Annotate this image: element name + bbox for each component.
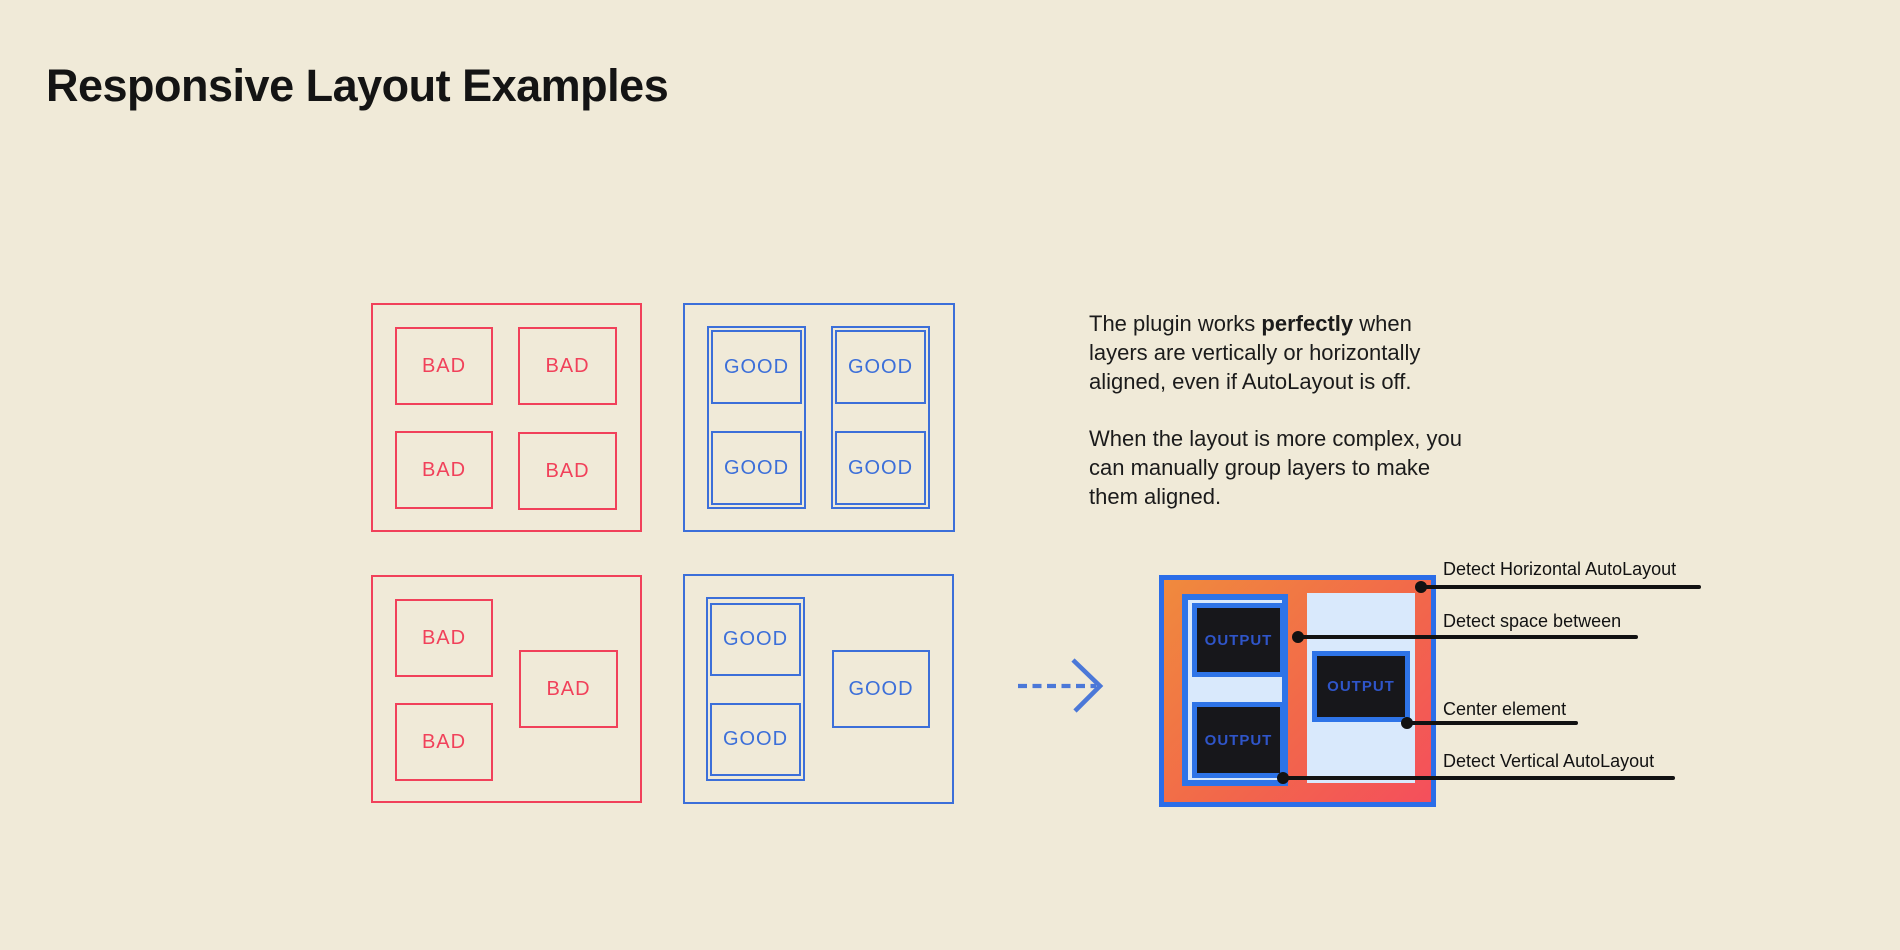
description-paragraph-2: When the layout is more complex, you can… <box>1089 426 1462 509</box>
good-box: GOOD <box>711 330 802 404</box>
description-p1-bold: perfectly <box>1261 311 1354 336</box>
description-p1-before: The plugin works <box>1089 311 1262 336</box>
good-box: GOOD <box>711 431 802 505</box>
bad-box: BAD <box>395 599 493 677</box>
page-title: Responsive Layout Examples <box>46 60 669 111</box>
description-text: The plugin works perfectly when layers a… <box>1089 309 1559 511</box>
callout-dot <box>1401 717 1413 729</box>
callout-line <box>1407 721 1578 725</box>
vertical-autolayout-group: OUTPUT OUTPUT <box>1182 594 1288 786</box>
bad-box: BAD <box>395 703 493 781</box>
good-group-column: GOOD GOOD <box>831 326 930 509</box>
bad-complex-example: BAD BAD BAD <box>371 575 642 803</box>
output-layout-preview: OUTPUT OUTPUT OUTPUT <box>1159 575 1436 807</box>
callout-dot <box>1277 772 1289 784</box>
bad-box: BAD <box>518 327 617 405</box>
good-grid-example: GOOD GOOD GOOD GOOD <box>683 303 955 532</box>
good-box: GOOD <box>835 431 926 505</box>
callout-dot <box>1415 581 1427 593</box>
callout-label: Detect Horizontal AutoLayout <box>1443 559 1677 579</box>
bad-box: BAD <box>395 431 493 509</box>
description-p1-after: when layers are vertically or horizontal… <box>1089 311 1421 394</box>
good-box: GOOD <box>835 330 926 404</box>
good-group-column: GOOD GOOD <box>707 326 806 509</box>
transform-arrow-icon <box>1018 658 1104 713</box>
output-box-centered: OUTPUT <box>1312 651 1410 722</box>
bad-box: BAD <box>518 432 617 510</box>
callout-label: Center element <box>1443 699 1567 719</box>
bad-box: BAD <box>519 650 618 728</box>
good-complex-example: GOOD GOOD GOOD <box>683 574 954 804</box>
callout-dot <box>1292 631 1304 643</box>
good-box: GOOD <box>832 650 930 728</box>
output-box: OUTPUT <box>1192 603 1285 677</box>
bad-box: BAD <box>395 327 493 405</box>
callout-label: Detect Vertical AutoLayout <box>1443 751 1655 771</box>
description-paragraph-1: The plugin works perfectly when layers a… <box>1089 309 1559 396</box>
bad-grid-example: BAD BAD BAD BAD <box>371 303 642 532</box>
callout-label: Detect space between <box>1443 611 1622 631</box>
good-group-column: GOOD GOOD <box>706 597 805 781</box>
good-box: GOOD <box>710 603 801 676</box>
callout-line <box>1421 585 1701 589</box>
good-box: GOOD <box>710 703 801 776</box>
output-box: OUTPUT <box>1192 702 1285 778</box>
callout-line <box>1298 635 1638 639</box>
callout-line <box>1283 776 1675 780</box>
